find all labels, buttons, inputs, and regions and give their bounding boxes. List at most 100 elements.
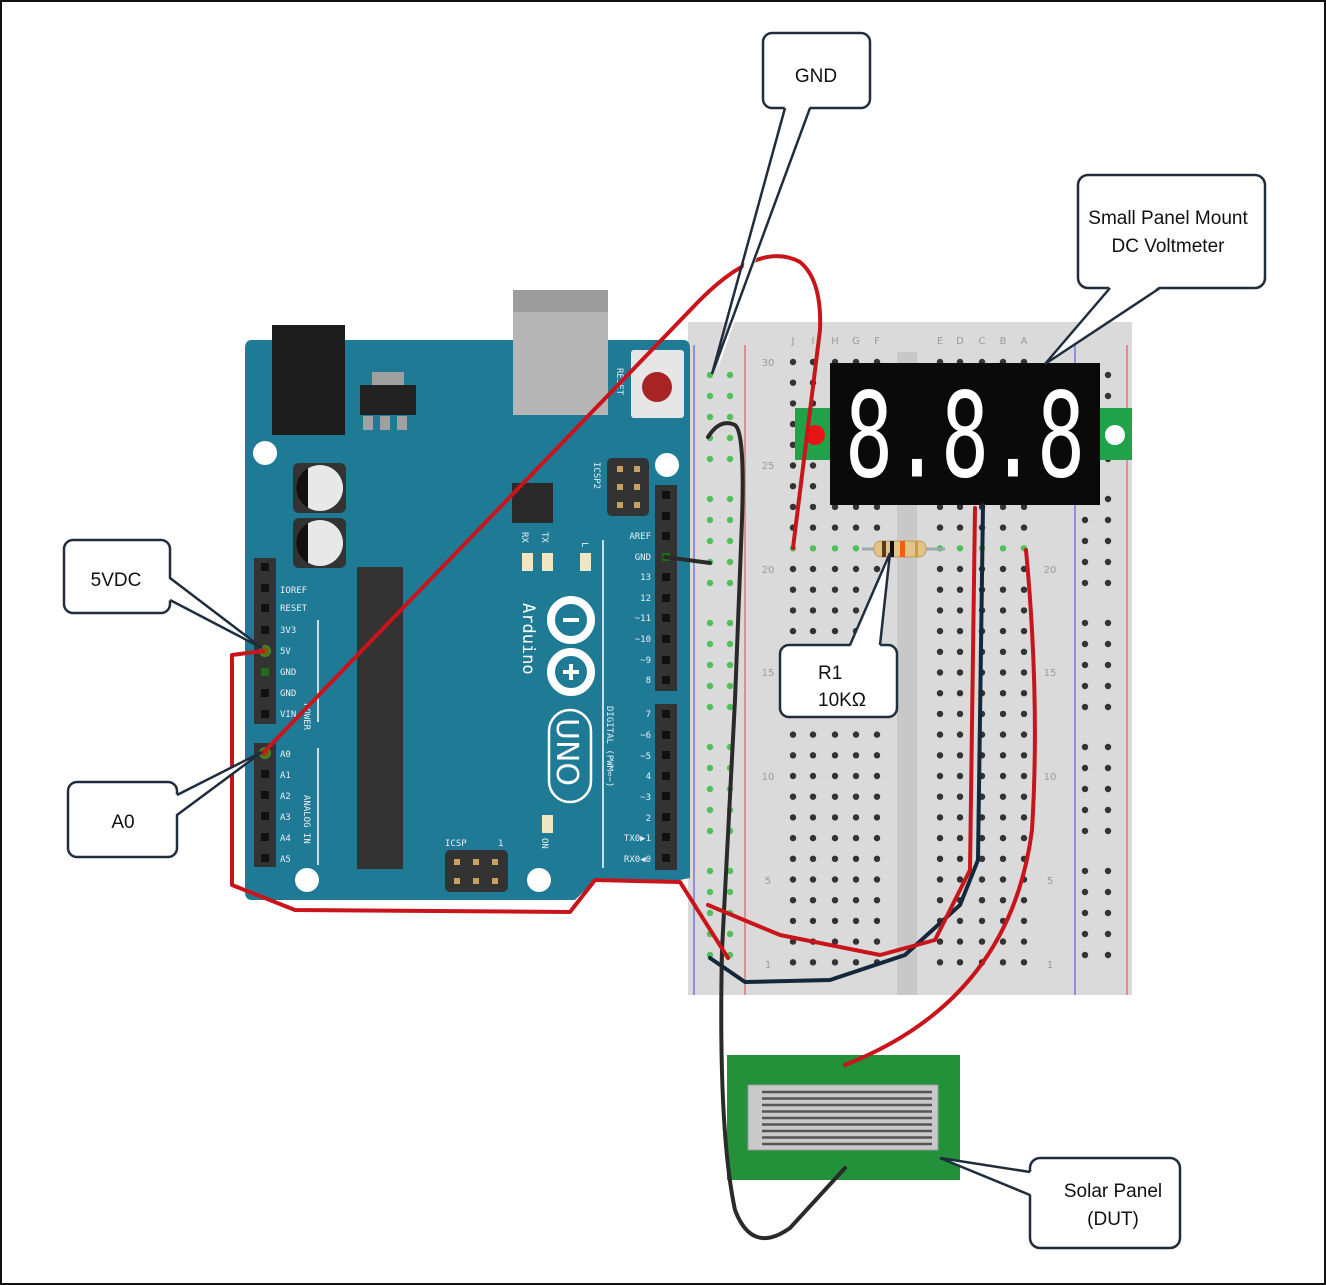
breadboard-hole [1020, 586, 1028, 593]
breadboard-hole [852, 565, 860, 573]
solar-panel [727, 1055, 960, 1180]
breadboard-hole [956, 627, 964, 635]
header-pin [261, 812, 269, 820]
breadboard-hole [999, 938, 1007, 945]
pin-label: A3 [280, 813, 291, 823]
breadboard-hole [873, 814, 881, 821]
mount-hole-white [1105, 425, 1125, 445]
rail-hole [1104, 703, 1112, 711]
breadboard-hole [956, 814, 964, 821]
breadboard-hole [936, 959, 944, 966]
breadboard-hole [852, 731, 860, 738]
breadboard-hole [873, 897, 881, 904]
rail-hole [1081, 619, 1089, 627]
breadboard-hole [789, 627, 797, 635]
pin-label: GND [280, 668, 296, 678]
breadboard-hole [999, 814, 1007, 821]
breadboard-hole [789, 358, 797, 366]
on-led [542, 815, 553, 833]
breadboard-hole [978, 938, 986, 945]
breadboard-hole [809, 876, 817, 883]
breadboard-hole [956, 834, 964, 842]
callout-voltmeter: Small Panel Mount DC Voltmeter [1044, 173, 1267, 366]
header-pin [662, 833, 670, 841]
digital-group-label: DIGITAL (PWM=~) [604, 706, 614, 787]
breadboard-hole [999, 793, 1007, 800]
breadboard-hole [956, 938, 964, 945]
header-pin [261, 689, 269, 697]
breadboard-hole [831, 565, 839, 573]
rail-hole [726, 455, 734, 463]
rail-hole [726, 495, 734, 503]
breadboard-hole [831, 917, 839, 925]
pin-label: AREF [629, 532, 651, 542]
rail-hole [726, 867, 734, 875]
breadboard-hole [831, 545, 839, 552]
pin-label: A4 [280, 834, 291, 844]
breadboard-hole [873, 772, 881, 780]
regulator-pin [397, 416, 407, 430]
rail-hole [706, 743, 714, 751]
breadboard-hole [936, 772, 944, 780]
reset-button-cap[interactable] [642, 372, 672, 402]
rail-hole [1104, 743, 1112, 751]
breadboard-hole [956, 503, 964, 511]
breadboard-hole [978, 917, 986, 925]
breadboard-hole [999, 648, 1007, 655]
callout-r1-line2: 10KΩ [818, 690, 866, 711]
icsp-pin [492, 859, 498, 865]
icsp-pin [473, 878, 479, 884]
callout-gnd-text: GND [795, 66, 837, 87]
l-label: L [579, 542, 589, 547]
dc-voltmeter: 8.8.8 [795, 363, 1132, 505]
rail-hole [1104, 827, 1112, 835]
header-pin [662, 854, 670, 862]
breadboard-hole [789, 441, 797, 448]
breadboard-hole [936, 669, 944, 676]
breadboard-hole [789, 855, 797, 862]
breadboard-hole [789, 959, 797, 966]
breadboard-hole [809, 731, 817, 738]
header-pin [261, 563, 269, 571]
breadboard-hole [852, 938, 860, 945]
breadboard-hole [999, 710, 1007, 718]
breadboard-hole [809, 524, 817, 531]
rail-hole [1081, 909, 1089, 917]
breadboard-hole [1020, 959, 1028, 966]
breadboard-hole [831, 959, 839, 966]
mount-hole [295, 868, 319, 892]
breadboard-hole [1020, 917, 1028, 925]
rail-hole [706, 785, 714, 793]
breadboard-hole [809, 752, 817, 759]
rx-label: RX [519, 532, 529, 543]
breadboard-hole [789, 897, 797, 904]
callouts: GND Small Panel Mount DC Voltmeter 5VDC … [62, 31, 1267, 1250]
breadboard-hole [978, 855, 986, 862]
breadboard-hole [831, 938, 839, 945]
icsp2-pins [617, 466, 640, 508]
header-pin [662, 731, 670, 739]
rail-hole [726, 930, 734, 938]
breadboard-hole [936, 627, 944, 635]
row-label: 15 [762, 668, 775, 679]
col-label: A [1021, 336, 1028, 347]
row-label: 20 [762, 565, 775, 576]
rail-hole [726, 392, 734, 400]
rail-hole [1104, 930, 1112, 938]
header-pin [662, 532, 670, 540]
breadboard-hole [936, 876, 944, 883]
breadboard-hole [1020, 772, 1028, 780]
header-pin [662, 710, 670, 718]
breadboard-hole [852, 607, 860, 614]
breadboard-hole [936, 793, 944, 800]
breadboard-hole [999, 503, 1007, 511]
breadboard-hole [789, 565, 797, 573]
pin-label: A5 [280, 855, 291, 865]
breadboard-hole [789, 462, 797, 469]
callout-voltmeter-line2: DC Voltmeter [1112, 236, 1226, 257]
rail-hole [1081, 703, 1089, 711]
rail-hole [1104, 867, 1112, 875]
breadboard-hole [809, 483, 817, 490]
rail-hole [1081, 951, 1089, 959]
breadboard-hole [999, 565, 1007, 573]
